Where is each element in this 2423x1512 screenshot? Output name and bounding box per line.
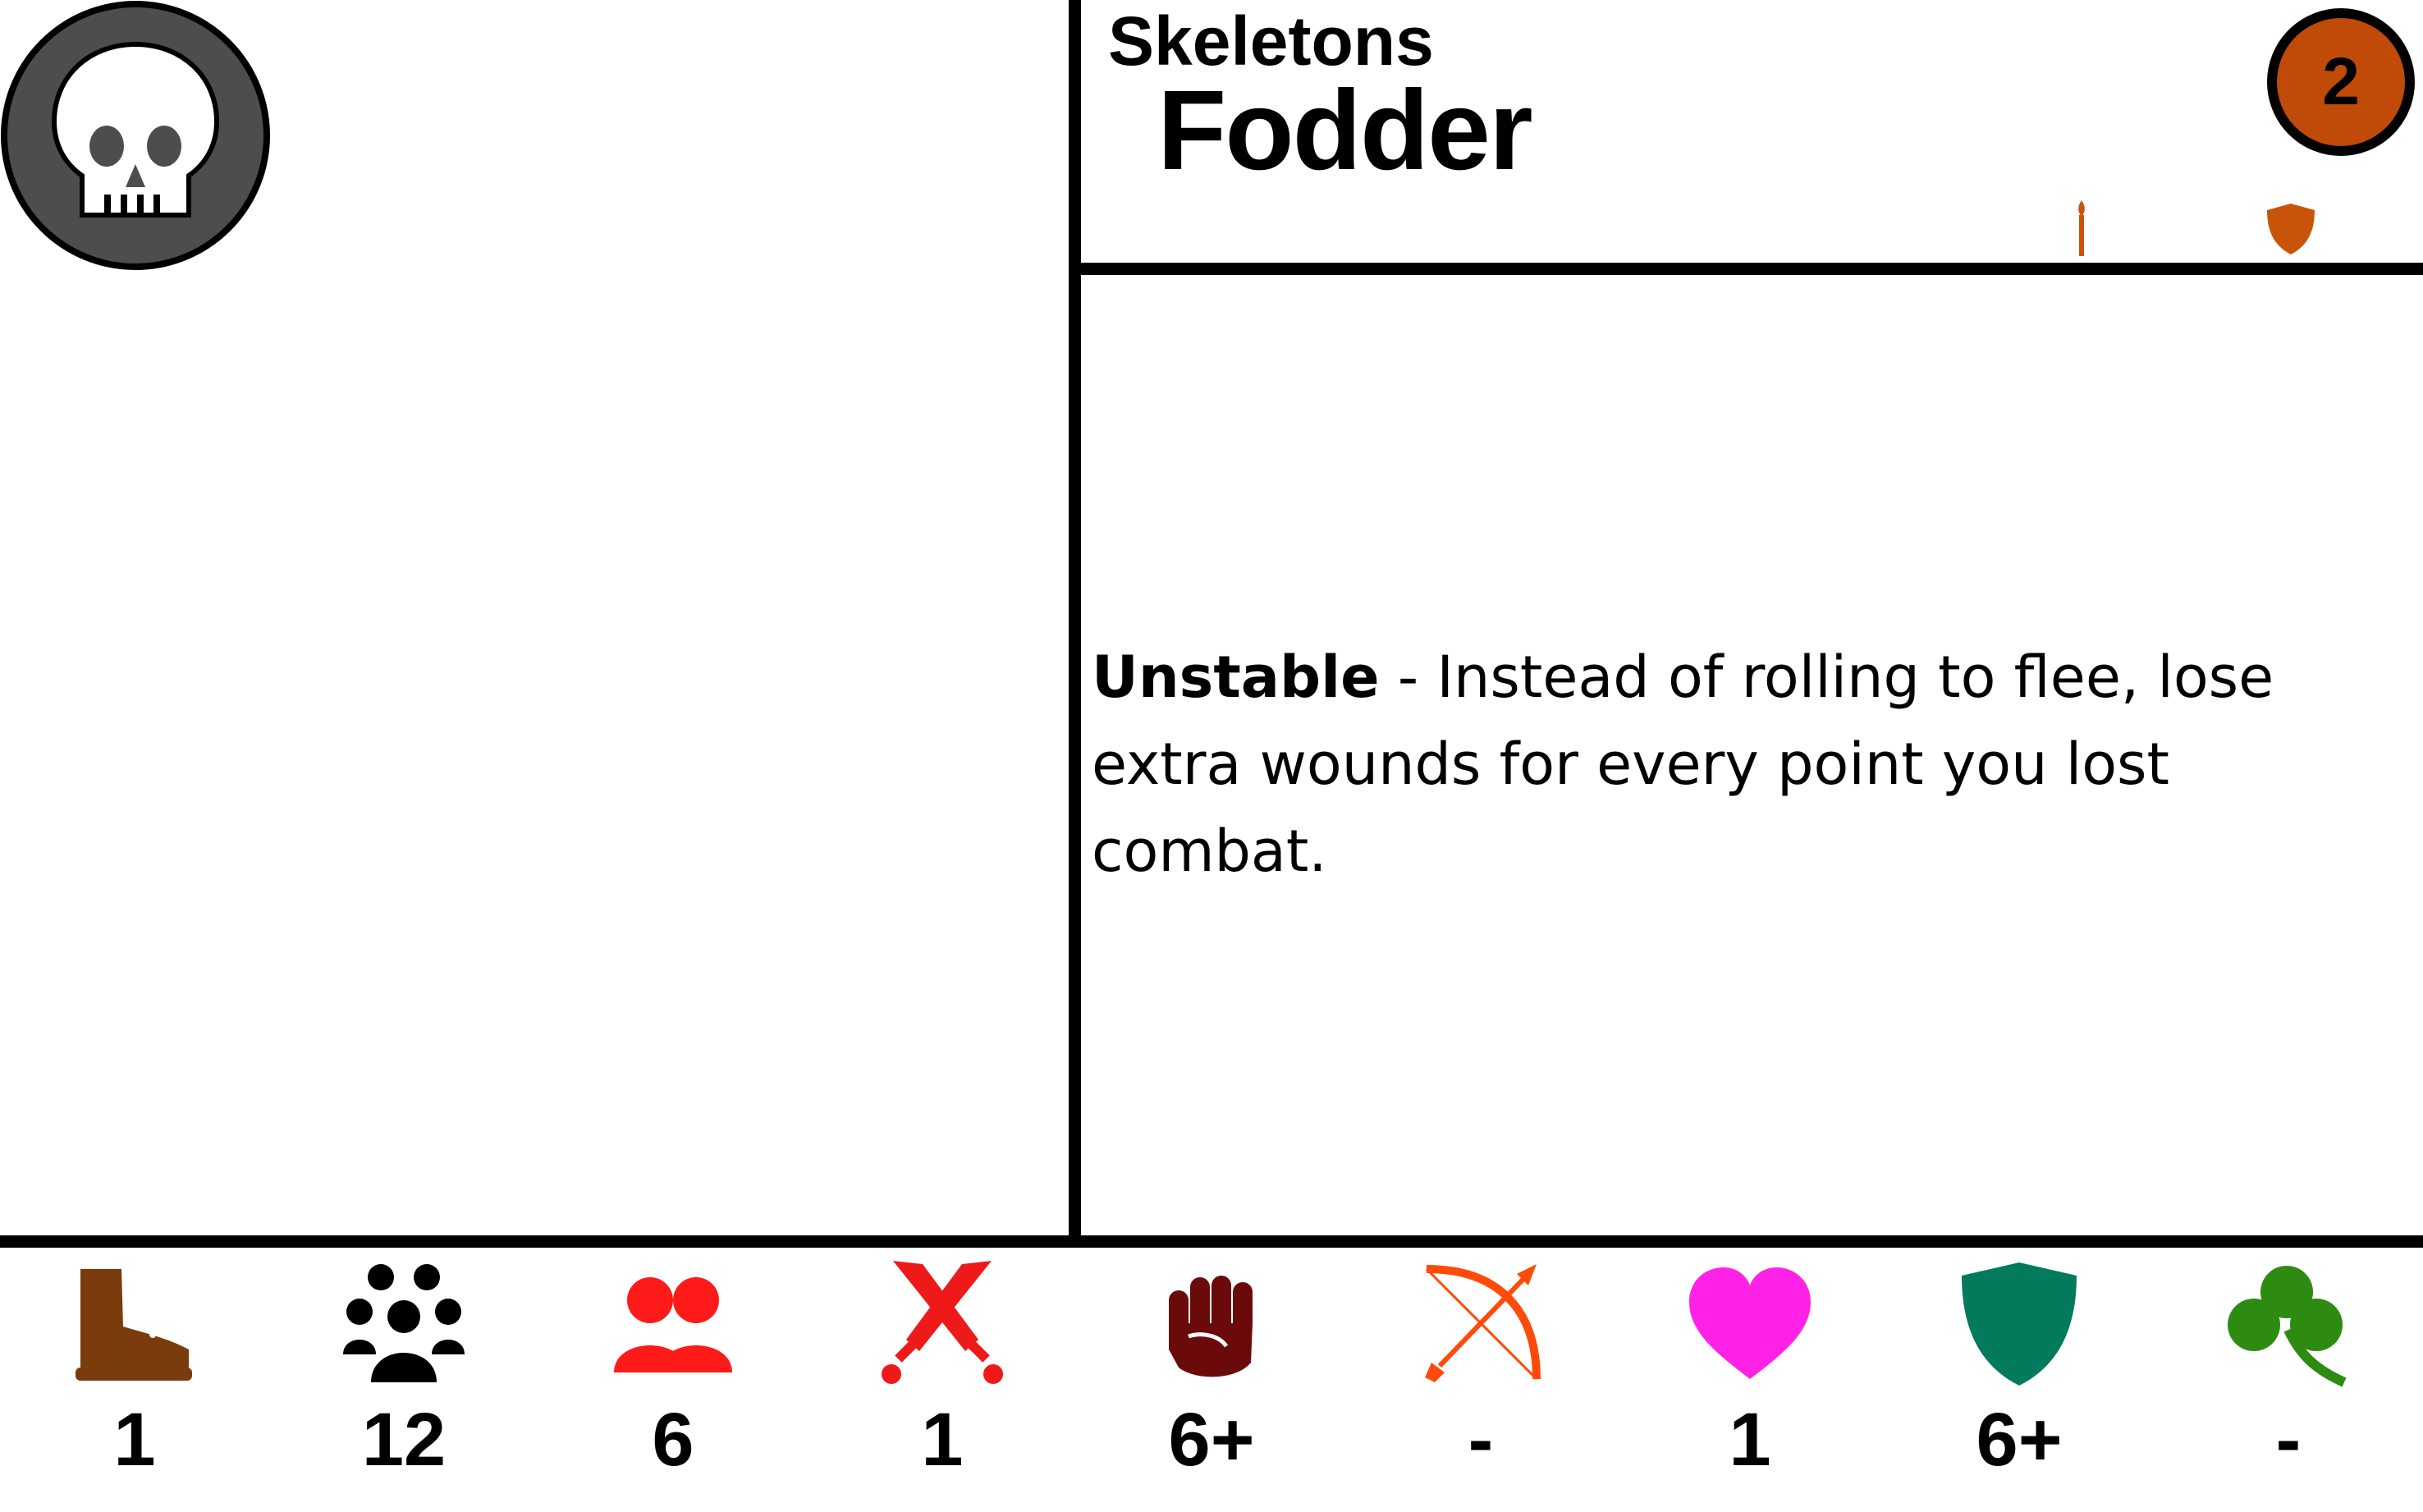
card-divider-header bbox=[1081, 263, 2423, 275]
stat-armour: 6+ bbox=[1885, 1248, 2154, 1512]
stat-movement: 1 bbox=[0, 1248, 269, 1512]
stat-value: 1 bbox=[113, 1398, 156, 1482]
rule-text: Instead of rolling to flee, lose extra w… bbox=[1092, 644, 2274, 885]
unit-faction: Skeletons bbox=[1108, 2, 1434, 80]
stat-value: 1 bbox=[1729, 1398, 1771, 1482]
stat-value: 12 bbox=[361, 1398, 447, 1482]
unit-name: Fodder bbox=[1157, 67, 1533, 194]
stat-attacks: 1 bbox=[808, 1248, 1077, 1512]
stat-value: 1 bbox=[921, 1398, 964, 1482]
stat-health: 1 bbox=[1615, 1248, 1885, 1512]
crossed-swords-icon bbox=[882, 1261, 1003, 1384]
bow-icon bbox=[1425, 1264, 1541, 1382]
stat-melee: 6+ bbox=[1077, 1248, 1346, 1512]
shield-icon bbox=[1962, 1262, 2077, 1386]
group-icon bbox=[343, 1264, 465, 1382]
stat-wounds-threshold: 6 bbox=[538, 1248, 808, 1512]
boot-icon bbox=[76, 1269, 192, 1381]
rule-name: Unstable bbox=[1092, 644, 1380, 711]
rule-separator: - bbox=[1379, 644, 1437, 711]
skull-icon bbox=[1, 1, 270, 270]
fist-icon bbox=[1169, 1276, 1253, 1377]
card-divider-vertical bbox=[1069, 0, 1081, 1244]
stat-unit-size: 12 bbox=[269, 1248, 538, 1512]
spear-icon bbox=[2078, 200, 2085, 256]
stat-value: 6+ bbox=[1168, 1398, 1255, 1482]
cost-badge: 2 bbox=[2267, 8, 2415, 156]
stat-value: 6+ bbox=[1976, 1398, 2063, 1482]
stat-value: - bbox=[2275, 1398, 2302, 1482]
stat-value: - bbox=[1468, 1398, 1494, 1482]
heart-icon bbox=[1689, 1267, 1811, 1379]
special-rules: Unstable - Instead of rolling to flee, l… bbox=[1092, 634, 2405, 895]
card-divider-stats bbox=[0, 1235, 2423, 1248]
stat-value: 6 bbox=[652, 1398, 694, 1482]
stat-bar: 1 12 6 bbox=[0, 1248, 2423, 1512]
stat-luck: - bbox=[2154, 1248, 2423, 1512]
stat-ranged: - bbox=[1346, 1248, 1615, 1512]
cost-value: 2 bbox=[2322, 44, 2360, 119]
silhouettes-icon bbox=[614, 1277, 732, 1372]
clover-icon bbox=[2228, 1266, 2347, 1387]
shield-icon bbox=[2267, 204, 2315, 254]
